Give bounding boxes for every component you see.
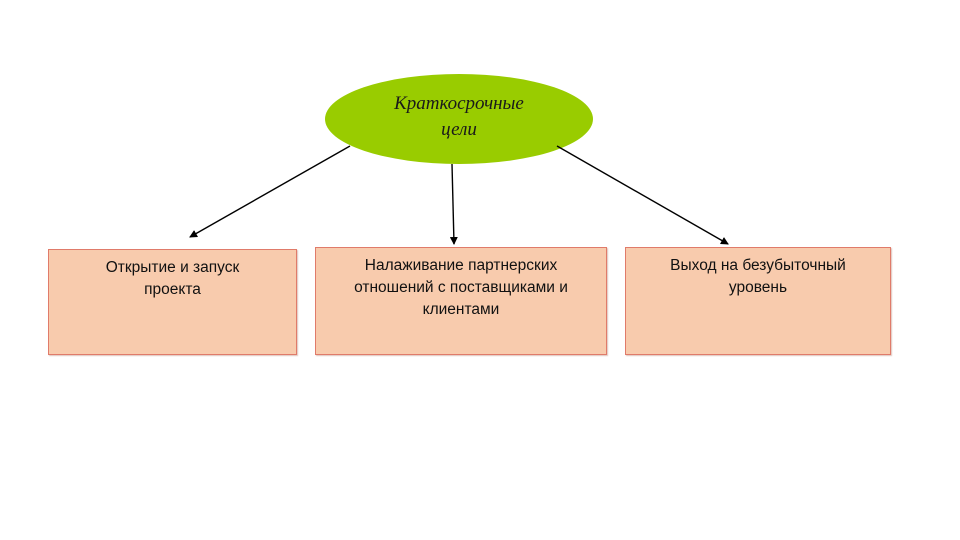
root-node-label: Краткосрочные цели [369,91,549,143]
goal-box-partnerships: Налаживание партнерских отношений с пост… [315,247,607,355]
goal-box-label-line: Налаживание партнерских [364,257,558,274]
root-label-line-1: Краткосрочные [394,93,524,114]
root-node-ellipse [325,74,593,164]
goal-box-breakeven: Выход на безубыточный уровень [625,247,891,355]
goal-box-label-line: проекта [144,281,201,298]
root-node: Краткосрочные цели [325,74,593,164]
goal-box-label-line: клиентами [422,301,500,318]
connector-arrow-1 [189,145,351,238]
goal-box-launch: Открытие и запуск проекта [48,249,297,355]
connector-arrow-2 [449,163,458,245]
goal-box-label: Выход на безубыточный уровень [626,255,890,299]
goal-box-label: Открытие и запуск проекта [49,257,296,301]
connector-arrow-3 [556,145,729,245]
goal-box-label-line: отношений с поставщиками и [354,279,568,296]
goal-box-label-line: Открытие и запуск [105,259,240,276]
goal-box-label: Налаживание партнерских отношений с пост… [316,255,606,321]
root-label-line-2: цели [441,119,477,140]
goal-box-label-line: Выход на безубыточный [670,257,846,274]
goal-box-label-line: уровень [728,279,788,296]
